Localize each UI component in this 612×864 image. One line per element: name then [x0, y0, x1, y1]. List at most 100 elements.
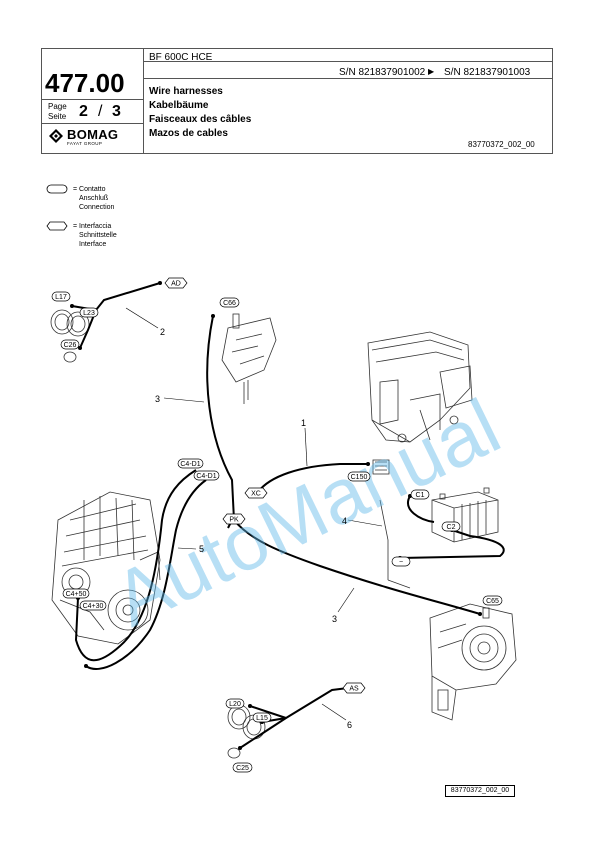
connector-c4-30: C4+30	[79, 600, 107, 611]
harness-number-3-lower: 3	[332, 614, 337, 624]
legend-interface-line1: = Interfaccia	[73, 223, 112, 230]
connector-c150-plug-icon	[372, 459, 390, 475]
page-separator: /	[98, 103, 103, 120]
connector-c65: C65	[482, 595, 503, 606]
connector-unlabeled: −	[391, 556, 411, 567]
document-reference: 83770372_002_00	[468, 140, 535, 149]
title-block: 477.00 Page Seite 2 / 3 BOMAG FAYAT GROU…	[41, 48, 553, 154]
legend-connection-line3: Connection	[79, 204, 115, 211]
harness-3-line	[206, 315, 481, 615]
connector-c150: C150	[347, 471, 371, 482]
svg-text:C4+30: C4+30	[83, 603, 104, 610]
harness-numbers: 2 3 1 4 5 3 6	[155, 327, 352, 730]
svg-text:L17: L17	[55, 294, 67, 301]
title-french: Faisceaux des câbles	[149, 114, 252, 125]
bomag-diamond-icon	[49, 129, 63, 143]
connector-l17: L17	[51, 291, 71, 302]
legend-interface-line3: Interface	[79, 241, 107, 248]
svg-text:C25: C25	[236, 765, 249, 772]
component-illustrations	[50, 309, 517, 759]
harness-6-branch-l20	[249, 705, 287, 719]
page-total: 3	[112, 103, 121, 120]
legend-connection-line2: Anschluß	[79, 195, 109, 202]
svg-text:L15: L15	[256, 715, 268, 722]
svg-text:C1: C1	[416, 492, 425, 499]
svg-text:C4+50: C4+50	[66, 591, 87, 598]
harness-5-line-b	[85, 479, 207, 670]
harness-1-line	[257, 463, 368, 493]
legend-interface-line2: Schnittstelle	[79, 232, 117, 239]
svg-text:C150: C150	[351, 474, 368, 481]
interface-as: AS	[342, 682, 366, 694]
page-current: 2	[79, 103, 88, 120]
title-block-rule-serial	[143, 78, 553, 79]
connector-c4-d1-a: C4-D1	[177, 458, 204, 469]
page-label-de: Seite	[48, 112, 67, 121]
title-block-rule-logo	[41, 123, 143, 124]
title-english: Wire harnesses	[149, 86, 223, 97]
operator-console-icon	[367, 331, 473, 443]
interface-labels: AD XC PK AS	[164, 277, 366, 694]
interface-symbol-icon	[46, 221, 68, 231]
title-spanish: Mazos de cables	[149, 128, 228, 139]
harness-number-1: 1	[301, 418, 306, 428]
harness-number-4: 4	[342, 516, 347, 526]
logo-subtitle: FAYAT GROUP	[67, 141, 103, 146]
svg-text:PK: PK	[229, 517, 239, 524]
svg-text:C2: C2	[447, 524, 456, 531]
interface-ad: AD	[164, 277, 188, 289]
connector-c25: C25	[232, 762, 253, 773]
harness-number-3-upper: 3	[155, 394, 160, 404]
legend-symbols	[46, 184, 68, 231]
connector-l23: L23	[79, 307, 99, 318]
connection-symbol-icon	[46, 184, 68, 194]
svg-text:C26: C26	[64, 342, 77, 349]
harness-4-c2-line	[399, 529, 505, 559]
svg-text:XC: XC	[251, 491, 261, 498]
harness-6-line	[261, 687, 349, 723]
connector-c4-d1-b: C4-D1	[193, 470, 220, 481]
interface-xc: XC	[244, 487, 268, 499]
harness-number-6: 6	[347, 720, 352, 730]
connector-c4-50: C4+50	[62, 588, 90, 599]
harness-5-line	[74, 469, 197, 662]
svg-text:C4-D1: C4-D1	[196, 473, 216, 480]
connector-c1: C1	[410, 489, 430, 500]
page-label-en: Page	[48, 102, 67, 111]
serial-from: S/N 821837901002	[339, 67, 426, 78]
relay-bracket-icon	[221, 313, 277, 404]
harness-lines	[71, 282, 505, 749]
title-block-rule-model	[143, 61, 553, 62]
serial-arrow-icon: ▶	[428, 67, 435, 76]
serial-to: S/N 821837901003	[444, 67, 531, 78]
connector-l15: L15	[252, 712, 272, 723]
logo-brand: BOMAG	[67, 127, 119, 142]
svg-text:AD: AD	[171, 281, 181, 288]
page-number: 477.00	[45, 68, 125, 98]
title-block-divider	[143, 48, 144, 154]
connector-l20: L20	[225, 698, 245, 709]
svg-text:AS: AS	[349, 686, 359, 693]
title-block-rule-page	[41, 99, 143, 100]
headlight-left-front-icon	[50, 309, 90, 363]
svg-text:C4-D1: C4-D1	[180, 461, 200, 468]
svg-text:L23: L23	[83, 310, 95, 317]
svg-text:C65: C65	[486, 598, 499, 605]
model-name: BF 600C HCE	[149, 52, 213, 63]
connector-c2: C2	[441, 521, 461, 532]
bomag-logo: BOMAG FAYAT GROUP	[49, 126, 141, 150]
connector-c26: C26	[60, 339, 80, 350]
legend-interface: = Interfaccia Schnittstelle Interface	[73, 222, 117, 249]
engine-icon	[51, 491, 161, 645]
legend-connection-line1: = Contatto	[73, 186, 106, 193]
title-german: Kabelbäume	[149, 100, 209, 111]
watermark-text: AutoManual	[100, 382, 513, 644]
harness-number-5: 5	[199, 544, 204, 554]
svg-text:−: −	[399, 559, 403, 566]
rear-unit-icon	[429, 603, 517, 721]
legend-connection: = Contatto Anschluß Connection	[73, 185, 114, 212]
harness-6-branch-c25	[239, 717, 287, 749]
harness-4-c1-line	[407, 495, 435, 523]
harness-number-2: 2	[160, 327, 165, 337]
